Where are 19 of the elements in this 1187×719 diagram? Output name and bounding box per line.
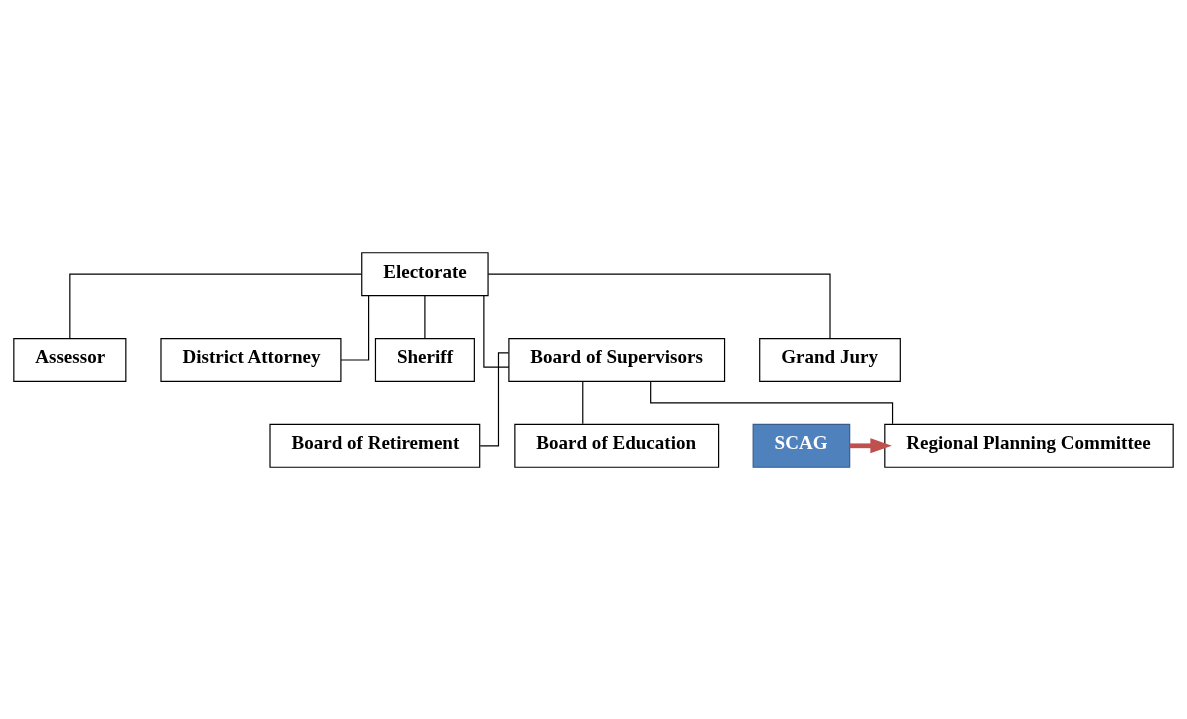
node-box: Board of Supervisors	[508, 337, 726, 382]
connector	[479, 351, 510, 446]
connector	[487, 273, 831, 339]
connector	[340, 294, 370, 361]
node-box: Grand Jury	[759, 337, 901, 382]
node-box: Regional Planning Committee	[884, 423, 1174, 468]
node-box: Electorate	[361, 251, 489, 296]
connector	[650, 380, 894, 424]
connector	[69, 273, 362, 339]
connector	[424, 294, 426, 339]
connector	[582, 380, 584, 424]
node-box: Sheriff	[374, 337, 475, 382]
node-box: SCAG	[752, 423, 851, 468]
connector	[483, 294, 510, 368]
node-box: District Attorney	[160, 337, 342, 382]
arrow	[849, 437, 892, 453]
node-box: Board of Education	[514, 423, 720, 468]
node-box: Assessor	[13, 337, 127, 382]
node-box: Board of Retirement	[269, 423, 481, 468]
